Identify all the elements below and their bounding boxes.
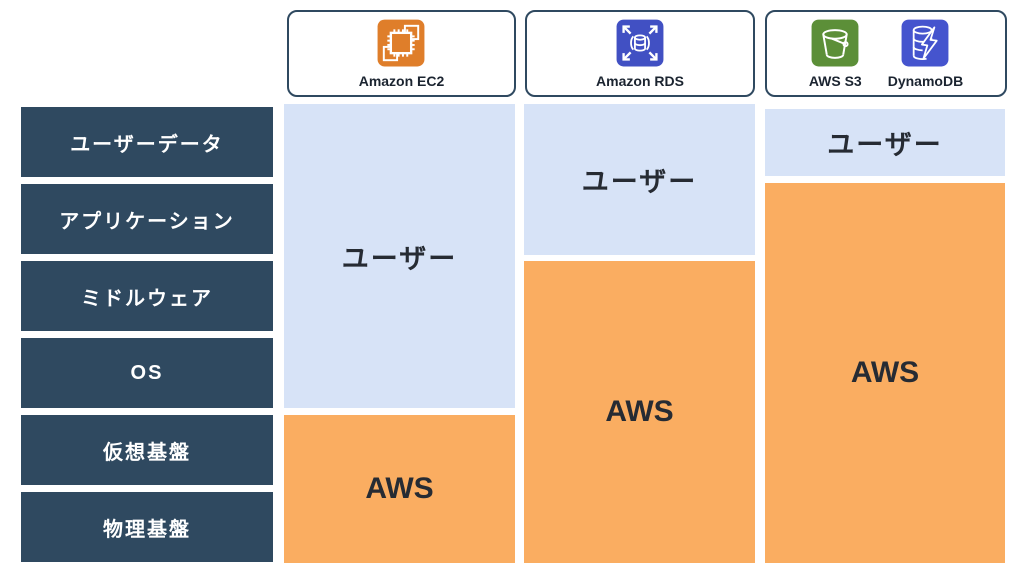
dynamodb-icon (900, 18, 950, 68)
aws-s3-icon (810, 18, 860, 68)
layer-label: ユーザーデータ (70, 133, 224, 156)
s3-dynamodb-user-segment: ユーザー (765, 109, 1005, 176)
service-label: Amazon EC2 (358, 73, 445, 89)
layer-label: OS (130, 361, 164, 384)
service-label: Amazon RDS (596, 73, 684, 89)
amazon-ec2-icon (376, 18, 426, 68)
layer-label: 仮想基盤 (103, 441, 191, 464)
layer-row-middleware: ミドルウェア (21, 261, 273, 331)
rds-header-card: Amazon RDS (525, 10, 755, 97)
layer-row-user-data: ユーザーデータ (21, 107, 273, 177)
service-label: DynamoDB (887, 73, 964, 89)
layer-row-virtual-infra: 仮想基盤 (21, 415, 273, 485)
rds-aws-segment: AWS (524, 261, 755, 563)
s3-dynamodb-header-card: AWS S3 DynamoDB (765, 10, 1007, 97)
layer-label: ミドルウェア (81, 287, 213, 310)
aws-responsibility-label: AWS (605, 395, 674, 428)
layer-row-os: OS (21, 338, 273, 408)
amazon-rds-icon (615, 18, 665, 68)
ec2-user-segment: ユーザー (284, 104, 515, 408)
user-responsibility-label: ユーザー (827, 130, 943, 160)
layer-row-physical-infra: 物理基盤 (21, 492, 273, 562)
layer-label: 物理基盤 (103, 518, 191, 541)
aws-responsibility-label: AWS (365, 472, 434, 505)
s3-service: AWS S3 (809, 18, 862, 89)
s3-dynamodb-aws-segment: AWS (765, 183, 1005, 563)
ec2-service: Amazon EC2 (358, 18, 445, 89)
rds-service: Amazon RDS (596, 18, 684, 89)
layer-label: アプリケーション (59, 210, 235, 233)
rds-user-segment: ユーザー (524, 104, 755, 255)
user-responsibility-label: ユーザー (341, 243, 458, 274)
aws-responsibility-label: AWS (850, 356, 920, 389)
service-label: AWS S3 (808, 73, 862, 89)
ec2-header-card: Amazon EC2 (287, 10, 516, 97)
user-responsibility-label: ユーザー (581, 167, 698, 197)
ec2-aws-segment: AWS (284, 415, 515, 563)
layer-row-application: アプリケーション (21, 184, 273, 254)
dynamodb-service: DynamoDB (888, 18, 963, 89)
